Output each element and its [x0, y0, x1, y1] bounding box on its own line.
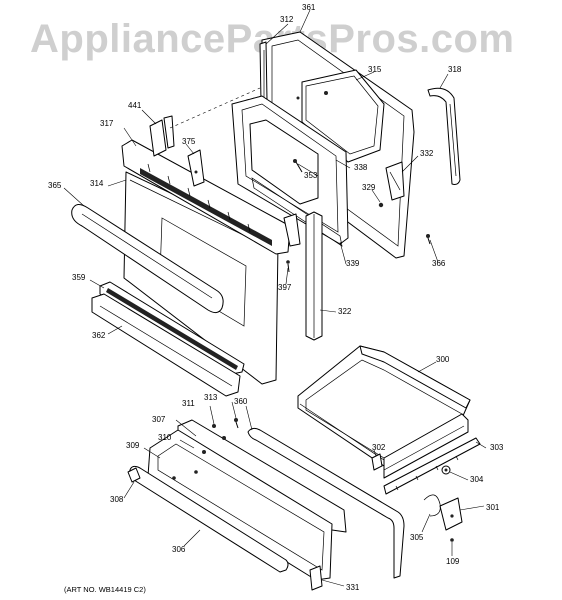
callout-313: 313 [204, 393, 218, 402]
callout-441: 441 [128, 101, 142, 110]
drawer-trim-360[interactable] [247, 427, 405, 579]
bracket-375[interactable] [187, 149, 205, 187]
storage-drawer-300[interactable] [297, 345, 471, 479]
drawer-front-306[interactable] [129, 419, 347, 581]
callout-303: 303 [490, 443, 504, 452]
bracket-441[interactable] [149, 115, 175, 157]
callout-375: 375 [182, 137, 196, 146]
callout-365: 365 [48, 181, 62, 190]
callout-304: 304 [470, 475, 484, 484]
callout-labels: 361 312 315 318 441 317 375 332 338 353 … [48, 3, 504, 592]
screw-353[interactable] [293, 159, 303, 173]
side-post-322[interactable] [305, 211, 323, 341]
spring-305[interactable] [423, 494, 441, 517]
vent-trim-359[interactable] [99, 281, 245, 375]
callout-305: 305 [410, 533, 424, 542]
callout-310: 310 [158, 433, 172, 442]
callout-331: 331 [346, 583, 360, 592]
callout-322: 322 [338, 307, 352, 316]
door-glass-frame-338[interactable] [231, 95, 349, 245]
leader-lines [63, 9, 487, 587]
callout-315: 315 [368, 65, 382, 74]
art-number: (ART NO. WB14419 C2) [64, 585, 146, 594]
door-gasket-318[interactable] [427, 87, 461, 185]
callout-339: 339 [346, 259, 360, 268]
drawer-rail-303[interactable] [383, 437, 481, 495]
callout-332: 332 [420, 149, 434, 158]
screw-397[interactable] [286, 260, 290, 273]
callout-300: 300 [436, 355, 450, 364]
kick-panel-362[interactable] [91, 293, 241, 397]
hinge-bracket-332[interactable] [385, 161, 405, 201]
callout-360: 360 [234, 397, 248, 406]
callout-109: 109 [446, 557, 460, 566]
callout-362: 362 [92, 331, 106, 340]
foot-bracket-331[interactable] [309, 565, 323, 591]
callout-317: 317 [100, 119, 114, 128]
callout-314: 314 [90, 179, 104, 188]
roller-304[interactable] [441, 465, 451, 475]
callout-311: 311 [182, 399, 195, 408]
callout-338: 338 [354, 163, 368, 172]
callout-318: 318 [448, 65, 462, 74]
drawer-guide-302[interactable] [371, 453, 383, 471]
bracket-301[interactable] [439, 497, 463, 531]
callout-361: 361 [302, 3, 316, 12]
callout-329: 329 [362, 183, 376, 192]
screw-313[interactable] [234, 418, 239, 429]
callout-308: 308 [110, 495, 124, 504]
side-bracket[interactable] [283, 213, 301, 247]
callout-366: 366 [432, 259, 446, 268]
callout-306: 306 [172, 545, 186, 554]
screw-109[interactable] [450, 538, 454, 542]
callout-397: 397 [278, 283, 292, 292]
door-handle-365[interactable] [71, 204, 224, 314]
screw-366[interactable] [426, 234, 431, 245]
callout-309: 309 [126, 441, 140, 450]
callout-359: 359 [72, 273, 86, 282]
callout-312: 312 [280, 15, 294, 24]
callout-307: 307 [152, 415, 166, 424]
screw-311[interactable] [212, 424, 216, 428]
clip-329[interactable] [378, 202, 384, 208]
alignment-lines [169, 87, 263, 129]
callout-353: 353 [304, 171, 318, 180]
callout-302: 302 [372, 443, 386, 452]
callout-301: 301 [486, 503, 500, 512]
drawer-trim-308[interactable] [127, 467, 141, 483]
